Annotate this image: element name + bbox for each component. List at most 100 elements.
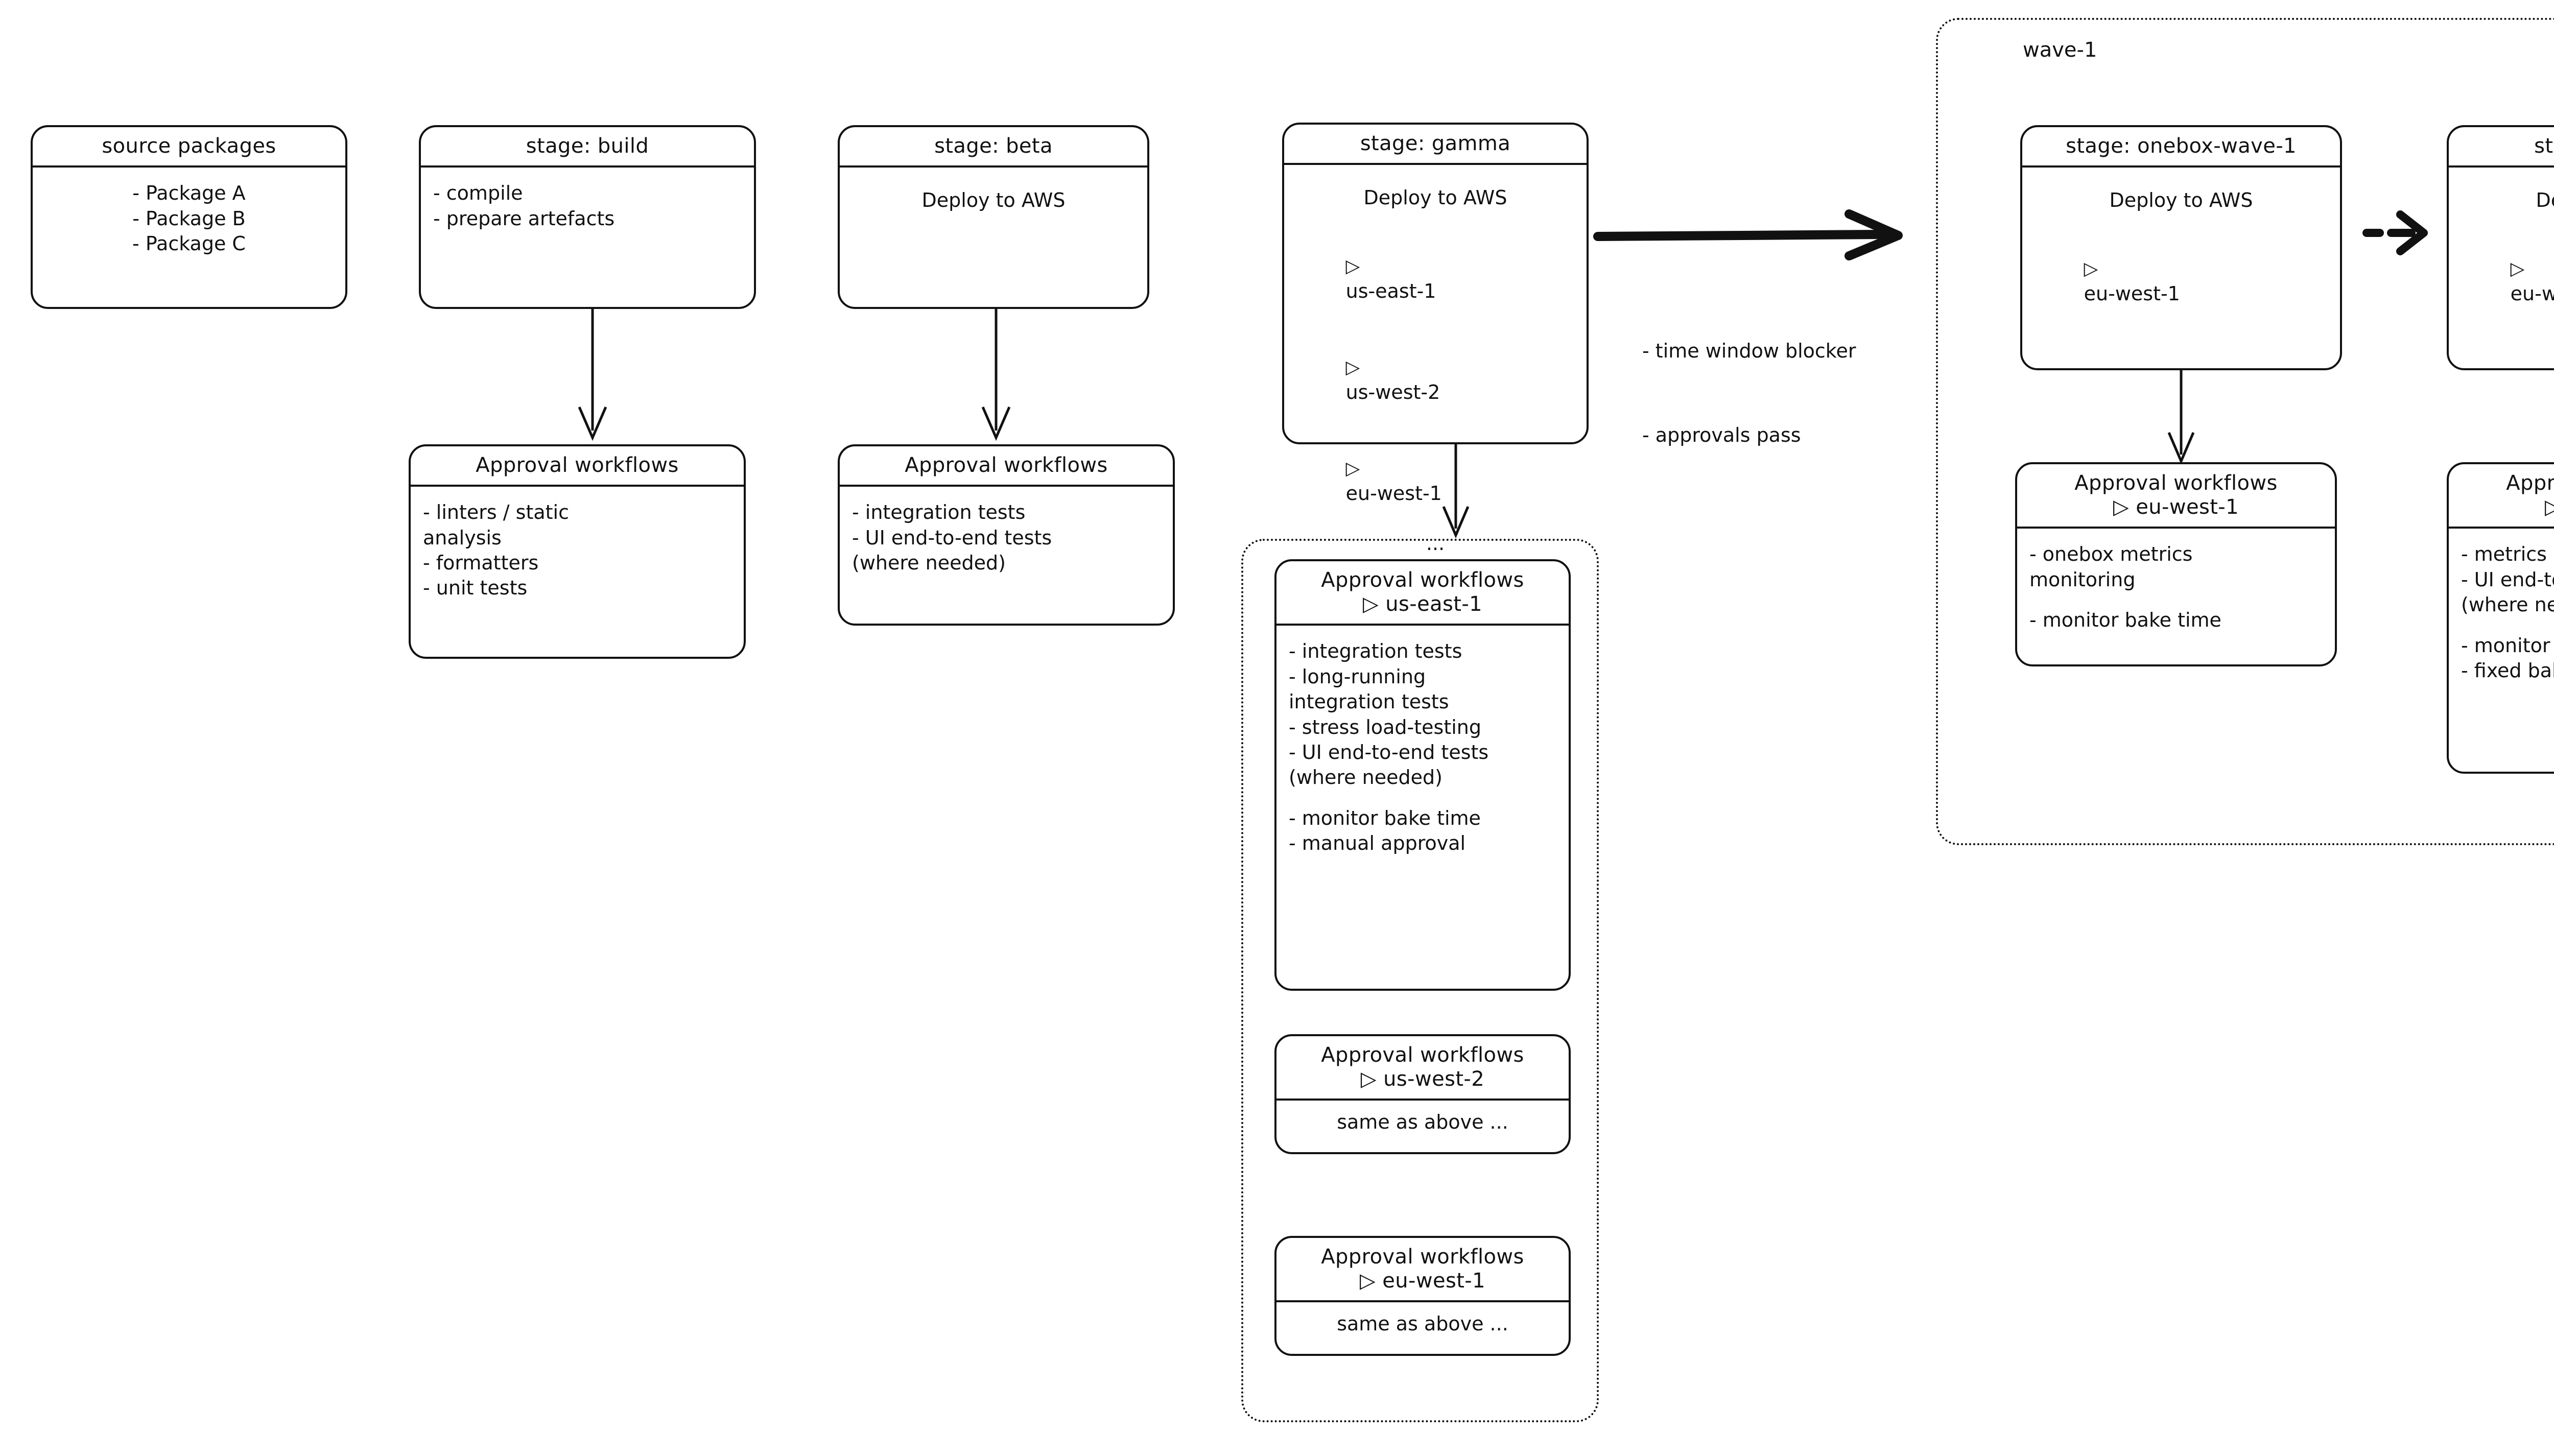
deploy-label: Deploy to AWS <box>1363 186 1507 209</box>
list-item: - manual approval <box>1289 832 1466 855</box>
arrow-beta-to-approvals <box>965 309 1027 442</box>
list-item: - unit tests <box>423 577 528 600</box>
group-wave-1 <box>1936 18 2554 845</box>
card-header: stage: beta <box>840 127 1147 168</box>
region-item: ▷ us-east-1 <box>1296 228 1574 329</box>
card-body: - metrics monitoring - UI end-to-end tes… <box>2449 529 2554 694</box>
card-body: Deploy to AWS ▷ eu-west-1 <box>2449 168 2554 342</box>
card-stage-wave-1[interactable]: stage: wave-1 Deploy to AWS ▷ eu-west-1 <box>2447 125 2554 370</box>
card-header: stage: build <box>421 127 754 168</box>
arrow-build-to-approvals <box>562 309 623 442</box>
card-body: same as above ... <box>1337 1111 1508 1134</box>
card-gamma-approvals-eu-west-1[interactable]: Approval workflows ▷ eu-west-1 same as a… <box>1274 1236 1571 1356</box>
card-header: Approval workflows ▷ us-east-1 <box>1276 561 1569 626</box>
arrow-onebox-wave1-to-approvals <box>2150 370 2212 465</box>
card-stage-onebox-wave-1[interactable]: stage: onebox-wave-1 Deploy to AWS ▷ eu-… <box>2020 125 2342 370</box>
card-header-line-2: ▷ eu-west-1 <box>1359 1269 1485 1293</box>
card-beta-approvals[interactable]: Approval workflows - integration tests -… <box>838 444 1175 626</box>
list-item: - onebox metrics <box>2029 543 2193 566</box>
list-item: - monitor bake time <box>1289 806 1481 829</box>
deploy-label: Deploy to AWS <box>2109 189 2253 212</box>
card-body: - Package A - Package B - Package C <box>33 168 345 267</box>
region-item: ▷ us-west-2 <box>1296 329 1574 431</box>
card-body: Deploy to AWS ▷ us-east-1 ▷ us-west-2 ▷ … <box>1284 165 1587 567</box>
region-marker-icon: ▷ <box>1345 255 1360 277</box>
card-gamma-approvals-us-east-1[interactable]: Approval workflows ▷ us-east-1 - integra… <box>1274 559 1571 991</box>
card-body: - onebox metrics monitoring - monitor ba… <box>2017 529 2335 643</box>
region-label: eu-west-1 <box>2084 282 2180 305</box>
list-item: - UI end-to-end tests <box>2461 568 2554 591</box>
list-item: (where needed) <box>852 551 1006 574</box>
card-header-line-1: Approval workflows <box>1321 568 1524 592</box>
list-item: - linters / static <box>423 501 569 524</box>
group-gamma-approvals <box>1241 539 1599 1422</box>
region-label: us-west-2 <box>1345 380 1440 403</box>
arrow-gamma-to-approvals <box>1425 444 1486 539</box>
card-header: Approval workflows ▷ eu-west-1 <box>2449 464 2554 529</box>
list-item: - fixed bake time <box>2461 659 2554 682</box>
card-header-line-1: Approval workflows <box>2074 471 2278 495</box>
card-header-line-1: Approval workflows <box>1321 1245 1524 1269</box>
card-gamma-approvals-us-west-2[interactable]: Approval workflows ▷ us-west-2 same as a… <box>1274 1034 1571 1154</box>
card-header: Approval workflows ▷ eu-west-1 <box>2017 464 2335 529</box>
card-header: source packages <box>33 127 345 168</box>
card-body: - integration tests - UI end-to-end test… <box>840 487 1173 586</box>
list-item: - Package B <box>132 207 246 230</box>
edge-label-gamma-to-wave1: - time window blocker - approvals pass <box>1642 281 1856 506</box>
region-label: eu-west-1 <box>2510 282 2554 305</box>
card-header: stage: gamma <box>1284 125 1587 165</box>
region-marker-icon: ▷ <box>2084 258 2098 279</box>
list-item: integration tests <box>1289 690 1449 713</box>
card-build-approvals[interactable]: Approval workflows - linters / static an… <box>409 444 746 659</box>
arrow-onebox-wave1-to-wave1 <box>2362 204 2439 260</box>
card-header: stage: onebox-wave-1 <box>2022 127 2340 168</box>
card-body: - integration tests - long-running integ… <box>1276 626 1569 866</box>
card-stage-build[interactable]: stage: build - compile - prepare artefac… <box>419 125 756 309</box>
arrow-gamma-to-wave1 <box>1593 207 1910 268</box>
card-wave-1-approvals[interactable]: Approval workflows ▷ eu-west-1 - metrics… <box>2447 462 2554 774</box>
card-stage-gamma[interactable]: stage: gamma Deploy to AWS ▷ us-east-1 ▷… <box>1282 123 1589 555</box>
list-item: - formatters <box>423 551 539 574</box>
list-item: - integration tests <box>1289 640 1462 663</box>
region-label: eu-west-1 <box>1345 482 1442 505</box>
card-header: Approval workflows ▷ eu-west-1 <box>1276 1238 1569 1303</box>
card-header-line-2: ▷ eu-west-1 <box>2113 495 2239 519</box>
card-header-line-1: Approval workflows <box>1321 1043 1524 1067</box>
list-item: (where needed) <box>1289 766 1442 789</box>
card-body: same as above ... <box>1337 1312 1508 1335</box>
card-header: Approval workflows <box>840 446 1173 487</box>
card-source-packages[interactable]: source packages - Package A - Package B … <box>31 125 347 309</box>
list-item: - metrics monitoring <box>2461 543 2554 566</box>
list-item: - UI end-to-end tests <box>852 526 1052 549</box>
deploy-label: Deploy to AWS <box>921 189 1066 212</box>
card-body: Deploy to AWS ▷ eu-west-1 <box>2022 168 2340 342</box>
list-item: - Package C <box>132 232 246 255</box>
more-ellipsis: ... <box>1426 532 1445 555</box>
card-header: Approval workflows <box>411 446 744 487</box>
list-item: - Package A <box>132 182 246 205</box>
card-body: - linters / static analysis - formatters… <box>411 487 744 611</box>
list-item: - prepare artefacts <box>433 207 615 230</box>
list-item: monitoring <box>2029 568 2136 591</box>
list-item: - compile <box>433 182 523 205</box>
edge-label-line-1: - time window blocker <box>1642 340 1856 363</box>
deploy-label: Deploy to AWS <box>2536 189 2554 212</box>
card-header: Approval workflows ▷ us-west-2 <box>1276 1036 1569 1101</box>
card-header-line-2: ▷ eu-west-1 <box>2544 495 2554 519</box>
card-stage-beta[interactable]: stage: beta Deploy to AWS <box>838 125 1149 309</box>
card-header-line-2: ▷ us-west-2 <box>1360 1067 1485 1091</box>
region-marker-icon: ▷ <box>2510 258 2525 279</box>
card-header: stage: wave-1 <box>2449 127 2554 168</box>
region-item: ▷ eu-west-1 <box>2035 231 2328 332</box>
list-item: - stress load-testing <box>1289 715 1481 738</box>
list-item: - UI end-to-end tests <box>1289 741 1489 763</box>
list-item: (where needed) <box>2461 593 2554 616</box>
region-label: us-east-1 <box>1345 279 1436 302</box>
list-item: - monitor bake time <box>2461 634 2550 657</box>
card-body: - compile - prepare artefacts <box>421 168 754 242</box>
region-item: ▷ eu-west-1 <box>1296 431 1574 532</box>
card-onebox-wave-1-approvals[interactable]: Approval workflows ▷ eu-west-1 - onebox … <box>2015 462 2337 666</box>
list-item: - long-running <box>1289 665 1426 688</box>
region-marker-icon: ▷ <box>1345 458 1360 479</box>
